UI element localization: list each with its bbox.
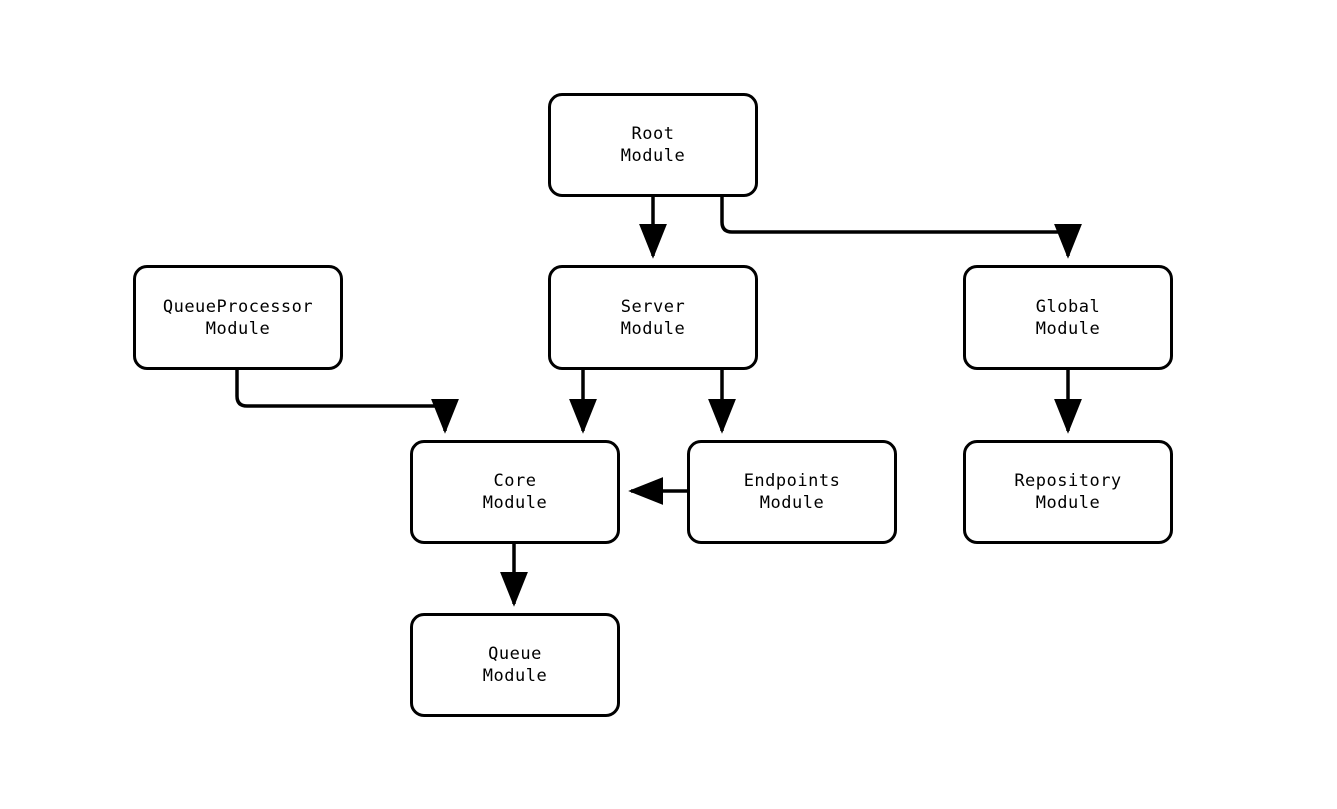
node-server-suffix: Module xyxy=(620,318,686,339)
node-repository[interactable]: Repository Module xyxy=(963,440,1173,544)
node-global-suffix: Module xyxy=(1035,318,1101,339)
node-global-name: Global xyxy=(1035,296,1101,317)
node-queue-name: Queue xyxy=(488,644,542,664)
node-repository-suffix: Module xyxy=(1035,493,1101,513)
node-queueprocessor-suffix: Module xyxy=(205,318,271,339)
node-core[interactable]: Core Module xyxy=(410,440,620,544)
edge-root-to-global xyxy=(720,197,1082,259)
node-server[interactable]: Server Module xyxy=(548,265,758,370)
node-queue-suffix: Module xyxy=(482,666,548,686)
node-endpoints[interactable]: Endpoints Module xyxy=(687,440,897,544)
node-repository-name: Repository xyxy=(1014,471,1122,491)
node-root-suffix: Module xyxy=(620,146,686,166)
node-endpoints-name: Endpoints xyxy=(743,471,841,491)
node-core-name: Core xyxy=(493,471,537,491)
node-endpoints-suffix: Module xyxy=(759,493,825,513)
node-queueprocessor[interactable]: QueueProcessor Module xyxy=(133,265,343,370)
node-root[interactable]: Root Module xyxy=(548,93,758,197)
node-global[interactable]: Global Module xyxy=(963,265,1173,370)
node-queueprocessor-name: QueueProcessor xyxy=(162,296,314,317)
node-core-suffix: Module xyxy=(482,493,548,513)
node-queue[interactable]: Queue Module xyxy=(410,613,620,717)
edge-queueprocessor-to-core xyxy=(235,370,459,434)
node-server-name: Server xyxy=(620,296,686,317)
node-root-name: Root xyxy=(631,124,675,144)
